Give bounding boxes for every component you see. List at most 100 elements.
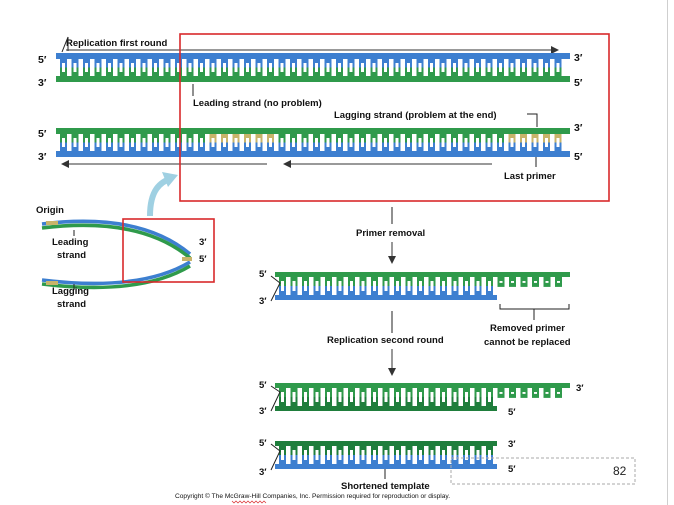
base-pairs-c [279, 277, 562, 295]
spellcheck-underline [231, 500, 267, 504]
base-pair-gap [373, 392, 376, 402]
label-5prime-b-right: 5′ [574, 151, 583, 163]
base-pair-gap [338, 450, 342, 460]
lagging-strand-note: Lagging strand (problem at the end) [334, 110, 497, 121]
base-pair-gap [465, 450, 468, 460]
base-pair-gap [419, 392, 422, 402]
origin-primer-2 [46, 281, 58, 285]
leader-d [270, 385, 281, 412]
base-pair-gap [453, 138, 456, 147]
fork-upper-green [41, 223, 192, 260]
base-pair-gap [200, 63, 203, 72]
base-pair-gap [430, 392, 434, 402]
base-pair-gap [453, 63, 456, 72]
label-3prime-b-right: 3′ [574, 122, 583, 134]
page-number-box [450, 457, 636, 485]
base-pair-gap [476, 63, 479, 72]
origin-lagging-line2: strand [57, 299, 86, 310]
base-pair-gap [556, 138, 560, 147]
base-pair-gap [338, 138, 341, 147]
base-pair-gap [557, 281, 560, 283]
base-pair-gap [442, 450, 445, 460]
base-pair-gap [488, 450, 491, 460]
base-pair-gap [62, 138, 65, 147]
label-3prime-a: 3′ [38, 77, 47, 89]
base-pair-gap [234, 63, 238, 72]
base-pair-gap [108, 63, 111, 72]
base-pair-gap [384, 392, 388, 402]
base-pair-gap [522, 392, 526, 394]
base-pairs-d [279, 388, 562, 406]
origin-lagging-line1: Lagging [52, 286, 89, 297]
fork-lower-green [41, 264, 191, 290]
base-pair-gap [85, 63, 88, 72]
base-pair-gap [361, 450, 365, 460]
base-pair-gap [350, 450, 353, 460]
highlight-box-origin [122, 218, 215, 283]
base-pair-gap [465, 281, 468, 291]
strand-e-top [275, 441, 497, 446]
base-pair-gap [407, 138, 410, 147]
label-5prime-b: 5′ [38, 128, 47, 140]
base-pair-gap [488, 281, 491, 291]
label-5prime-d-right: 5′ [508, 407, 516, 418]
base-pair-gap [280, 63, 284, 72]
new-strand-bottom [56, 76, 570, 82]
label-3prime-b: 3′ [38, 151, 47, 163]
base-pair-gap [257, 138, 261, 147]
base-pair-gap [396, 392, 399, 402]
base-pair-gap [522, 138, 525, 147]
shortened-template-label: Shortened template [341, 481, 430, 492]
base-pair-gap [303, 63, 307, 72]
base-pair-gap [476, 138, 479, 147]
strand-c-top [275, 272, 570, 277]
fork-upper-blue [41, 219, 192, 256]
template-strand-top [56, 53, 570, 59]
strand-d-bottom [275, 406, 497, 411]
base-pair-gap [96, 63, 100, 72]
base-pair-gap [522, 281, 526, 283]
base-pair-gap [476, 281, 480, 291]
base-pair-gap [430, 450, 434, 460]
base-pair-gap [326, 63, 330, 72]
page-number: 82 [613, 464, 627, 478]
dna-after-primer-removal [270, 272, 570, 302]
base-pair-gap [533, 63, 537, 72]
base-pair-gap [373, 450, 376, 460]
base-pair-gap [188, 63, 192, 72]
label-3prime-d-right: 3′ [576, 383, 584, 394]
page-edge [667, 0, 668, 505]
base-pair-gap [292, 392, 296, 402]
dna-second-round-b [270, 441, 497, 471]
origin-panel: Origin Leading strand Lagging strand 3′ … [36, 172, 215, 310]
base-pair-gap [465, 392, 468, 402]
base-pair-gap [131, 63, 134, 72]
base-pair-gap [211, 63, 215, 72]
top-panel: Replication first round 5′ 3′ 3′ 5′ Lead… [38, 33, 610, 202]
base-pair-gap [327, 281, 330, 291]
base-pair-gap [211, 138, 215, 147]
base-pair-gap [349, 63, 353, 72]
origin-leading-line1: Leading [52, 237, 89, 248]
base-pair-gap [257, 63, 261, 72]
base-pair-gap [418, 63, 422, 72]
base-pair-gap [361, 281, 365, 291]
base-pair-gap [361, 392, 365, 402]
base-pair-gap [292, 281, 296, 291]
base-pair-gap [419, 281, 422, 291]
label-3prime-c: 3′ [259, 296, 267, 307]
base-pair-gap [119, 138, 123, 147]
base-pair-gap [269, 138, 272, 147]
base-pair-gap [545, 392, 549, 394]
base-pair-gap [269, 63, 272, 72]
base-pair-gap [142, 63, 146, 72]
base-pair-gap [361, 138, 364, 147]
base-pair-gap [395, 138, 399, 147]
base-pair-gap [499, 392, 503, 394]
label-5prime-c: 5′ [259, 269, 267, 280]
base-pair-gap [384, 450, 388, 460]
second-round-label: Replication second round [327, 335, 444, 346]
dna-second-round-a [270, 383, 570, 412]
base-pair-gap [292, 138, 295, 147]
